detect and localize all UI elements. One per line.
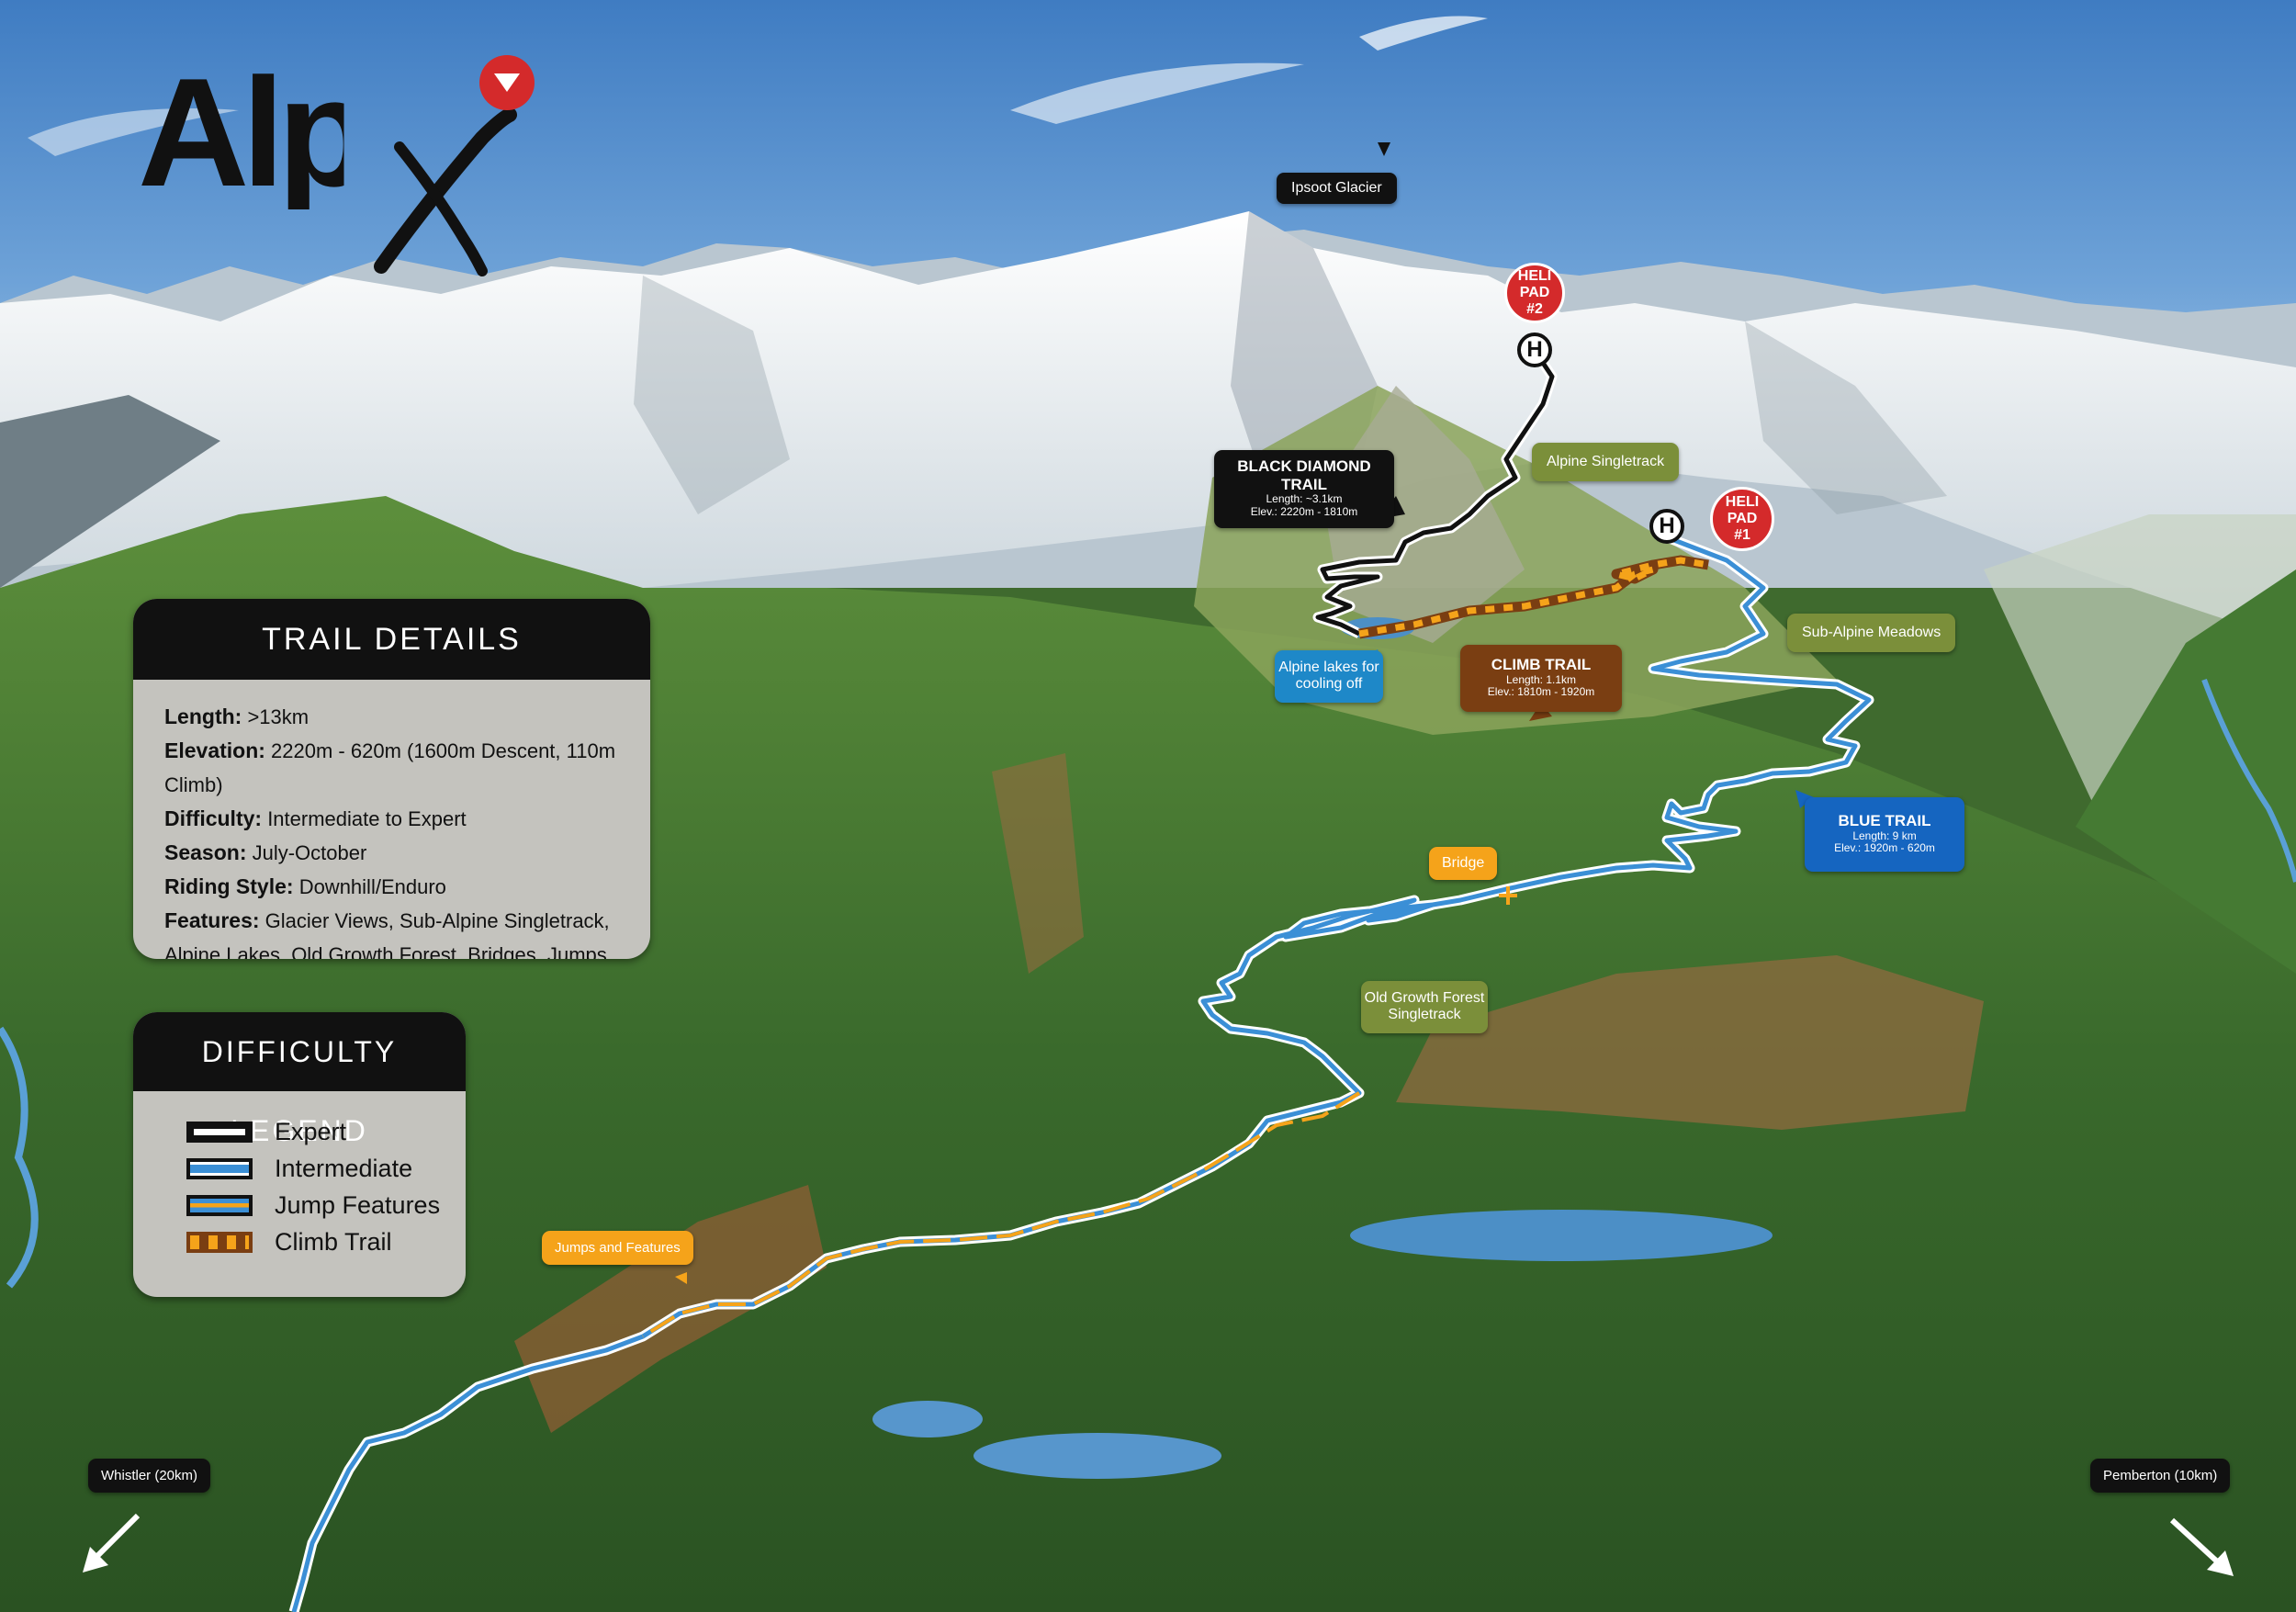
logo-x-mark	[374, 107, 517, 276]
legend-heading: DIFFICULTY LEGEND	[133, 1012, 466, 1147]
bridge-marker	[1499, 886, 1517, 905]
jump-swatch	[186, 1194, 253, 1216]
legend-item-expert: Expert	[186, 1113, 466, 1150]
logo-text: AlpX	[138, 46, 460, 219]
glacier-label: Ipsoot Glacier	[1277, 173, 1397, 205]
clearing	[514, 1185, 827, 1433]
whistler-label: Whistler (20km)	[88, 1459, 211, 1494]
detail-row: Difficulty: Intermediate to Expert	[164, 806, 467, 830]
legend-item-intermediate: Intermediate	[186, 1150, 466, 1187]
heli-pad-1-badge: HELI PAD #1	[1710, 487, 1774, 551]
rock-shading	[1745, 321, 1947, 514]
detail-row: Elevation: 2220m - 620m (1600m Descent, …	[164, 738, 616, 796]
pemberton-label: Pemberton (10km)	[2090, 1459, 2231, 1494]
arrow-down-left-icon	[83, 1513, 141, 1573]
callout-pointer	[1795, 790, 1814, 808]
intermediate-swatch	[186, 1157, 253, 1179]
trail-details-body: Length: >13km Elevation: 2220m - 620m (1…	[133, 680, 650, 959]
river	[0, 1026, 39, 1289]
lake	[1350, 1210, 1773, 1261]
detail-row: Alpine Lakes, Old Growth Forest, Bridges…	[164, 943, 613, 959]
legend-item-climb: Climb Trail	[186, 1223, 466, 1260]
trail-details-panel: TRAIL DETAILS Length: >13km Elevation: 2…	[133, 599, 650, 959]
blue-trail-callout: BLUE TRAIL Length: 9 km Elev.: 1920m - 6…	[1805, 797, 1964, 873]
legend-body: Expert Intermediate Jump Features Climb …	[133, 1091, 466, 1260]
bridge-label: Bridge	[1429, 847, 1498, 881]
legend-item-jump: Jump Features	[186, 1187, 466, 1223]
trail-details-heading: TRAIL DETAILS	[133, 599, 650, 680]
black-trail-callout: BLACK DIAMOND TRAIL Length: ~3.1km Elev.…	[1214, 450, 1394, 528]
cloud	[1359, 16, 1488, 51]
climb-trail-callout: CLIMB TRAIL Length: 1.1km Elev.: 1810m -…	[1460, 645, 1622, 713]
rock-shading	[634, 276, 790, 514]
lake	[872, 1401, 983, 1437]
jump-features-line	[641, 1091, 1361, 1338]
cloud	[1010, 62, 1304, 124]
heli-marker-1: H	[1649, 509, 1684, 544]
detail-row: Riding Style: Downhill/Enduro	[164, 874, 446, 898]
alpine-lakes-label: Alpine lakes for cooling off	[1275, 650, 1383, 703]
jumps-label: Jumps and Features	[542, 1231, 693, 1266]
alpine-singletrack-label: Alpine Singletrack	[1532, 443, 1680, 482]
detail-row: Length: >13km	[164, 705, 310, 728]
heli-marker-2: H	[1517, 333, 1552, 367]
callout-pointer	[1378, 142, 1390, 156]
brand-logo: AlpX	[138, 55, 542, 294]
difficulty-legend-panel: DIFFICULTY LEGEND Expert Intermediate Ju…	[133, 1012, 466, 1297]
cloud	[28, 108, 239, 156]
detail-row: Features: Glacier Views, Sub-Alpine Sing…	[164, 908, 610, 932]
clearing	[992, 753, 1084, 974]
detail-row: Season: July-October	[164, 840, 367, 864]
climb-swatch	[186, 1231, 253, 1253]
right-forest	[2076, 569, 2296, 974]
snowy-massif	[0, 211, 2296, 643]
left-valley	[0, 395, 220, 588]
lake	[974, 1433, 1221, 1479]
arrow-down-right-icon	[2169, 1517, 2234, 1576]
climb-trail-dash	[1358, 557, 1709, 637]
sub-alpine-meadows-label: Sub-Alpine Meadows	[1787, 614, 1956, 653]
old-growth-label: Old Growth Forest Singletrack	[1361, 981, 1488, 1033]
callout-pointer	[675, 1272, 687, 1284]
expert-swatch	[186, 1121, 253, 1143]
clearing	[1396, 955, 1984, 1130]
heli-pad-2-badge: HELI PAD #2	[1504, 263, 1565, 323]
logo-triangle-icon	[479, 55, 535, 110]
black-trail-line	[1315, 347, 1555, 637]
river	[2201, 678, 2296, 883]
